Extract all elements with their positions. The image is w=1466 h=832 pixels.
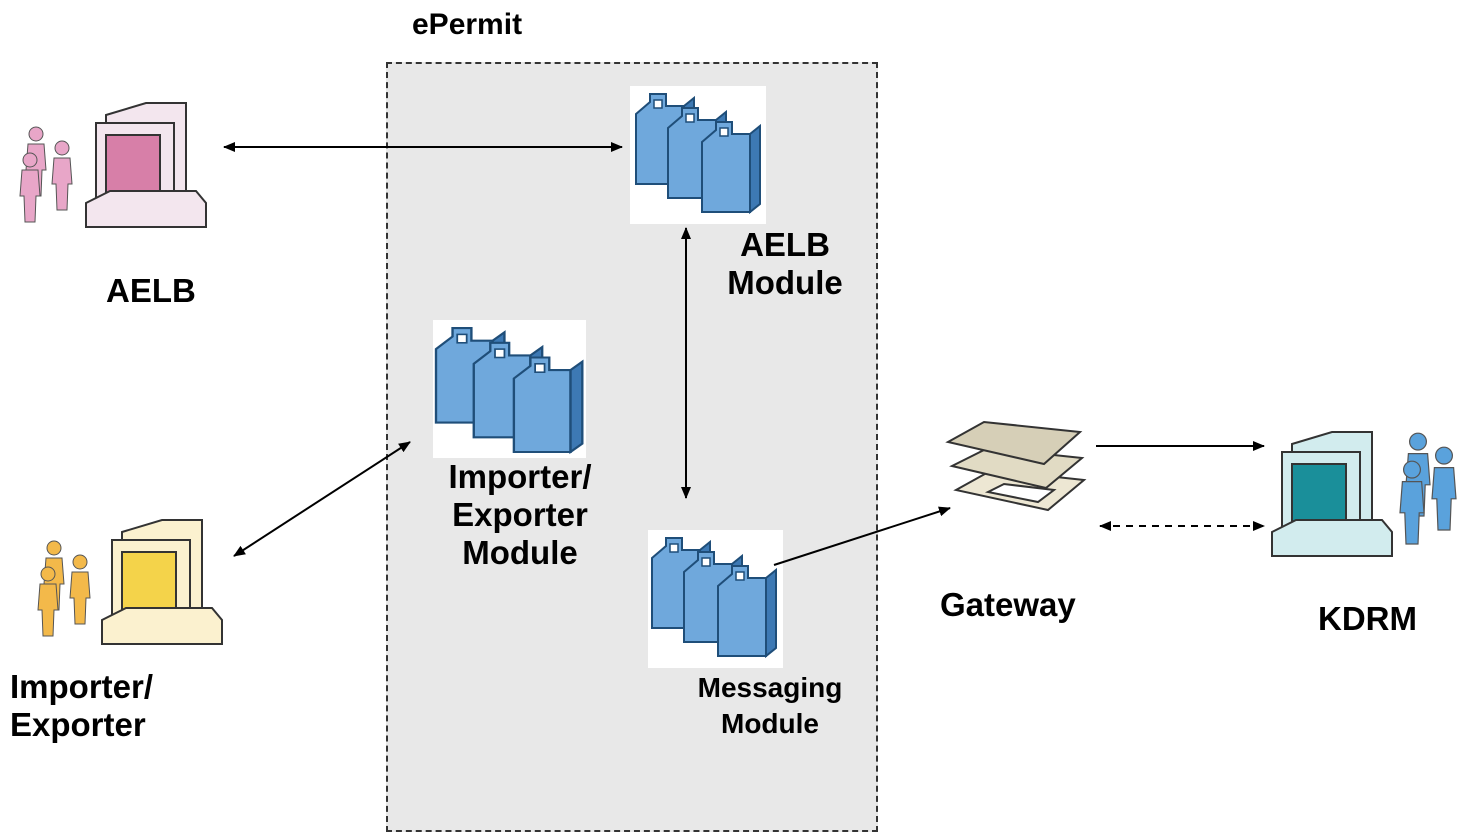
messaging-module-label: Messaging Module: [680, 670, 860, 742]
gateway-layers-icon: [945, 420, 1087, 512]
gateway-label: Gateway: [940, 586, 1076, 623]
importer-module-label: Importer/ Exporter Module: [430, 458, 610, 572]
arrow-importer-to-module: [233, 441, 411, 557]
importer-exporter-label-line2: Exporter: [10, 706, 146, 743]
module-stack-icon: [651, 537, 777, 657]
epermit-title: ePermit: [412, 8, 523, 41]
messaging-module-label-line2: Module: [721, 708, 819, 739]
aelb-module-label: AELB Module: [700, 226, 870, 302]
users-orange-icon: [37, 540, 91, 637]
aelb-module-label-line1: AELB: [740, 226, 830, 263]
importer-exporter-label-line1: Importer/: [10, 668, 154, 705]
messaging-module-label-line1: Messaging: [697, 672, 843, 703]
arrow-messaging-to-gateway: [773, 506, 951, 566]
importer-module-label-line2: Exporter: [452, 496, 588, 533]
importer-module-label-line1: Importer/: [448, 458, 592, 495]
aelb-module-label-line2: Module: [727, 264, 843, 301]
computer-pink-icon: [85, 102, 207, 228]
module-stack-icon: [434, 326, 584, 454]
kdrm-label: KDRM: [1318, 600, 1417, 637]
importer-module-label-line3: Module: [462, 534, 578, 571]
aelb-label: AELB: [106, 272, 196, 309]
users-blue-icon: [1399, 432, 1457, 545]
module-stack-icon: [635, 93, 761, 213]
computer-teal-icon: [1271, 431, 1393, 557]
computer-yellow-icon: [101, 519, 223, 645]
importer-exporter-label: Importer/ Exporter: [10, 668, 153, 744]
users-pink-icon: [19, 126, 73, 223]
